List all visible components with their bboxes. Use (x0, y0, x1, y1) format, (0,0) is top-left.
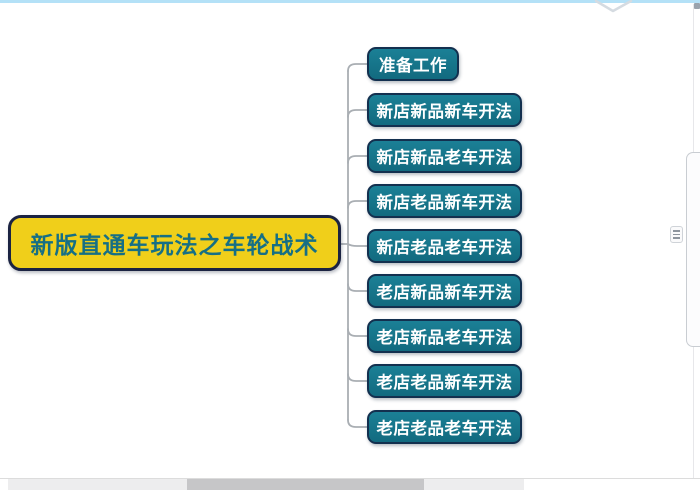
mindmap-child-label: 新店新品老车开法 (376, 148, 513, 167)
mindmap-root-label: 新版直通车玩法之车轮战术 (30, 233, 319, 258)
mindmap-child-node[interactable]: 新店老品新车开法 (367, 184, 522, 218)
mindmap-child-node[interactable]: 新店新品新车开法 (367, 93, 522, 127)
mindmap-root-node[interactable]: 新版直通车玩法之车轮战术 (8, 215, 341, 271)
right-scrollbar-thumb[interactable] (686, 152, 700, 347)
horizontal-scrollbar-thumb[interactable] (187, 479, 424, 490)
mindmap-child-node[interactable]: 准备工作 (367, 47, 459, 81)
mindmap-child-node[interactable]: 老店老品新车开法 (367, 364, 522, 398)
mindmap-child-label: 新店老品老车开法 (376, 238, 513, 257)
mindmap-child-node[interactable]: 新店新品老车开法 (367, 139, 522, 173)
mindmap-child-label: 老店老品新车开法 (376, 373, 513, 392)
collapse-chevron-icon[interactable] (588, 0, 638, 16)
mindmap-child-node[interactable]: 老店老品老车开法 (367, 410, 522, 444)
panel-drag-handle[interactable] (670, 226, 683, 243)
mindmap-child-label: 准备工作 (379, 56, 447, 75)
canvas-bottom-border (0, 478, 700, 479)
mindmap-child-label: 新店老品新车开法 (376, 193, 513, 212)
mindmap-child-label: 新店新品新车开法 (376, 102, 513, 121)
clipped-corner-button (694, 3, 700, 9)
mindmap-child-node[interactable]: 新店老品老车开法 (367, 229, 522, 263)
mindmap-child-node[interactable]: 老店新品新车开法 (367, 274, 522, 308)
mindmap-child-label: 老店老品老车开法 (376, 419, 513, 438)
top-edge-highlight (0, 0, 700, 3)
mindmap-child-label: 老店新品老车开法 (376, 328, 513, 347)
mindmap-child-label: 老店新品新车开法 (376, 283, 513, 302)
mindmap-child-node[interactable]: 老店新品老车开法 (367, 319, 522, 353)
